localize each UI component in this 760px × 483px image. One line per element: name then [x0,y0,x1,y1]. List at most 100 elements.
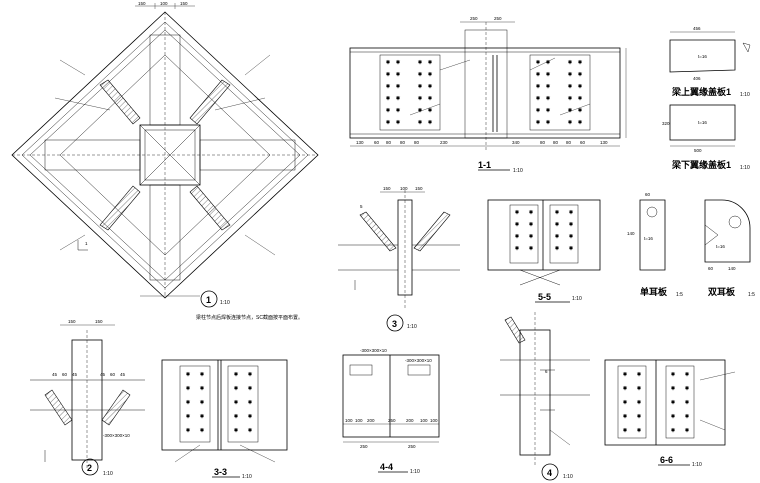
d2-title-circle [81,458,99,476]
svg-text:60: 60 [62,372,68,377]
lower-cover-dim-0: 500 [694,148,702,153]
svg-text:45: 45 [120,372,126,377]
s55-bolts [514,209,574,251]
s44-plate-a: -300×300×10 [360,348,387,353]
section-4-4: -300×300×10 -300×300×10 100 100 200 250 … [342,348,440,475]
lower-cover-dim-1: 320 [662,121,670,126]
section-6-6: 6-6 1:10 [604,359,736,468]
s33-bolts [185,371,253,433]
d3-dim-2: 150 [415,186,423,191]
detail-1-plan: 150 100 150 1 1 1:10 梁柱节点后焊板连接节点，SC截面按平面… [11,1,319,321]
d4-title: 4 [547,468,552,478]
svg-text:230: 230 [440,140,448,145]
section-1-1: 250 250 130 60 80 80 80 230 340 80 80 80… [349,16,627,174]
double-ear-scale: 1:5 [748,292,755,298]
single-ear-dim-1: 140 [627,231,635,236]
double-ear-dim-0: 60 [708,266,714,271]
d1-note: 梁柱节点后焊板连接节点，SC截面按平面布置。 [196,314,303,321]
d3-dim-1: 100 [400,186,408,191]
s44-scale: 1:10 [410,469,420,475]
d1-dim-top-0: 150 [138,1,146,6]
s11-dim-top-1: 250 [494,16,502,21]
d3-scale: 1:10 [407,324,417,330]
d4-scale: 1:10 [563,474,573,480]
s44-total-1: 250 [408,444,416,449]
d1-scale: 1:10 [220,300,230,306]
svg-text:80: 80 [414,140,420,145]
lower-cover-plate: 500 320 t=16 梁下翼缘盖板1 1:10 [662,104,750,171]
svg-text:45: 45 [52,372,58,377]
svg-text:45: 45 [100,372,106,377]
d2-plate-mark: -300×300×10 [103,433,130,438]
svg-text:60: 60 [374,140,380,145]
d2-dim-1: 150 [95,319,103,324]
upper-cover-dim-0: 456 [693,26,701,31]
d1-title: 1 [206,295,211,305]
s66-scale: 1:10 [692,462,702,468]
lower-cover-t: t=16 [698,120,707,125]
upper-cover-scale: 1:10 [740,92,750,98]
detail-2: 150 150 45 60 45 45 60 45 -300×300×10 2 … [30,319,145,477]
lower-cover-scale: 1:10 [740,165,750,171]
svg-text:45: 45 [72,372,78,377]
detail-4: 6 4 1:10 [500,312,590,481]
upper-cover-dim-1: 406 [693,76,701,81]
svg-text:60: 60 [580,140,586,145]
upper-cover-t: t=16 [698,54,707,59]
svg-text:80: 80 [386,140,392,145]
svg-text:130: 130 [600,140,608,145]
svg-text:80: 80 [400,140,406,145]
upper-cover-title: 梁上翼缘盖板1 [671,86,731,97]
upper-cover-plate: 456 406 t=16 梁上翼缘盖板1 1:10 [669,26,751,98]
section-5-5: 5-5 1:10 [487,199,601,303]
s11-title: 1-1 [478,160,491,170]
s11-dim-bottom: 130 60 80 80 80 230 340 80 80 80 60 130 [356,140,608,145]
s55-title: 5-5 [538,292,551,302]
s44-dim-bottom: 100 100 200 250 200 100 100 [345,418,438,423]
svg-text:80: 80 [566,140,572,145]
svg-text:340: 340 [512,140,520,145]
s11-dim-top-0: 250 [470,16,478,21]
d4-title-circle [541,463,559,481]
double-ear-t: t=16 [716,244,725,249]
s11-bolts-left [385,59,433,125]
svg-text:80: 80 [553,140,559,145]
d2-dim-row: 45 60 45 45 60 45 [52,372,126,377]
lower-cover-title: 梁下翼缘盖板1 [671,159,731,170]
single-ear-title: 单耳板 [640,286,668,297]
double-ear-plate: t=16 60 140 双耳板 1:5 [704,199,755,298]
s11-bolts-right [535,59,583,125]
s44-total-0: 250 [360,444,368,449]
svg-text:100: 100 [430,418,438,423]
svg-text:80: 80 [540,140,546,145]
double-ear-dim-1: 140 [728,266,736,271]
d4-section-tag: 6 [545,369,548,374]
d1-dim-top-1: 100 [160,1,168,6]
d1-title-circle [200,290,218,308]
section-3-3: 3-3 1:10 [161,359,288,480]
d3-dim-0: 150 [383,186,391,191]
s33-scale: 1:10 [242,474,252,480]
single-ear-plate: t=16 60 140 单耳板 1:5 [627,192,683,298]
d2-scale: 1:10 [103,471,113,477]
single-ear-t: t=16 [644,236,653,241]
d3-title: 3 [392,319,397,329]
detail-3: 150 100 150 5 3 1:10 [338,186,460,332]
d2-title: 2 [87,463,92,473]
svg-text:250: 250 [388,418,396,423]
s11-scale: 1:10 [513,168,523,174]
s66-title: 6-6 [660,455,673,465]
svg-text:200: 200 [367,418,375,423]
svg-text:130: 130 [356,140,364,145]
s33-title: 3-3 [214,467,227,477]
d3-title-circle [386,314,404,332]
svg-text:100: 100 [355,418,363,423]
svg-text:200: 200 [406,418,414,423]
svg-text:100: 100 [420,418,428,423]
d2-dim-0: 150 [68,319,76,324]
svg-text:100: 100 [345,418,353,423]
d1-dim-top-2: 150 [180,1,188,6]
s44-title: 4-4 [380,462,393,472]
